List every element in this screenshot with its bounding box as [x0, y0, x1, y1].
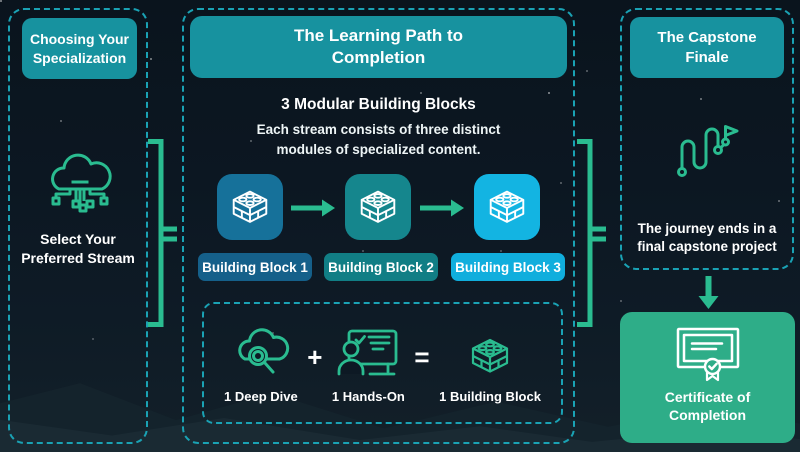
building-block-3-badge: Building Block 3 — [451, 253, 565, 281]
capstone-panel: The Capstone Finale The journey ends in … — [620, 8, 794, 270]
specialization-caption: Select Your Preferred Stream — [21, 231, 135, 266]
equation-box: 1 Deep Dive + 1 Hands-On = — [202, 302, 563, 424]
capstone-caption: The journey ends in a final capstone pro… — [637, 221, 777, 255]
cloud-search-icon — [232, 320, 290, 378]
specialization-panel-title: Choosing Your Specialization — [29, 31, 130, 66]
certificate-label: Certificate of Completion — [664, 389, 751, 424]
certificate-box: Certificate of Completion — [620, 312, 795, 443]
hands-on-item: 1 Hands-On — [332, 320, 405, 404]
plus-operator: + — [307, 342, 323, 372]
journey-flag-icon — [622, 120, 792, 180]
building-block-item: 1 Building Block — [439, 320, 541, 404]
modular-blocks-heading: 3 Modular Building Blocks — [281, 96, 476, 113]
building-block-2-badge: Building Block 2 — [324, 253, 438, 281]
deep-dive-label: 1 Deep Dive — [224, 389, 298, 404]
learning-path-panel-header: The Learning Path to Completion — [190, 16, 567, 78]
building-block-label: 1 Building Block — [439, 389, 541, 404]
equals-operator: = — [414, 342, 430, 372]
arrow-right-icon — [291, 199, 335, 217]
building-block-1-badge: Building Block 1 — [198, 253, 312, 281]
instructor-screen-icon — [336, 320, 400, 378]
deep-dive-item: 1 Deep Dive — [224, 320, 298, 404]
cloud-network-icon — [10, 146, 146, 222]
certificate-icon — [620, 324, 795, 382]
building-block-outline-icon — [466, 320, 514, 378]
connector-bracket-right — [577, 139, 606, 327]
learning-path-panel: The Learning Path to Completion 3 Modula… — [182, 8, 575, 444]
connector-bracket-left — [148, 139, 177, 327]
specialization-panel-header: Choosing Your Specialization — [22, 18, 137, 79]
capstone-panel-title: The Capstone Finale — [657, 29, 757, 66]
hands-on-label: 1 Hands-On — [331, 389, 405, 404]
building-block-icon — [232, 190, 268, 223]
building-block-2-tile — [345, 174, 411, 240]
building-block-icon — [489, 190, 525, 223]
background-stars — [0, 0, 2, 2]
building-block-1-tile — [217, 174, 283, 240]
capstone-panel-header: The Capstone Finale — [630, 17, 784, 78]
building-block-3-tile — [474, 174, 540, 240]
down-arrow-icon — [698, 276, 719, 309]
modular-blocks-subheading: Each stream consists of three distinct m… — [256, 122, 501, 157]
learning-path-panel-title: The Learning Path to Completion — [293, 25, 464, 67]
specialization-panel: Choosing Your Specialization Select Your… — [8, 8, 148, 444]
building-block-icon — [360, 190, 396, 223]
arrow-right-icon — [420, 199, 464, 217]
